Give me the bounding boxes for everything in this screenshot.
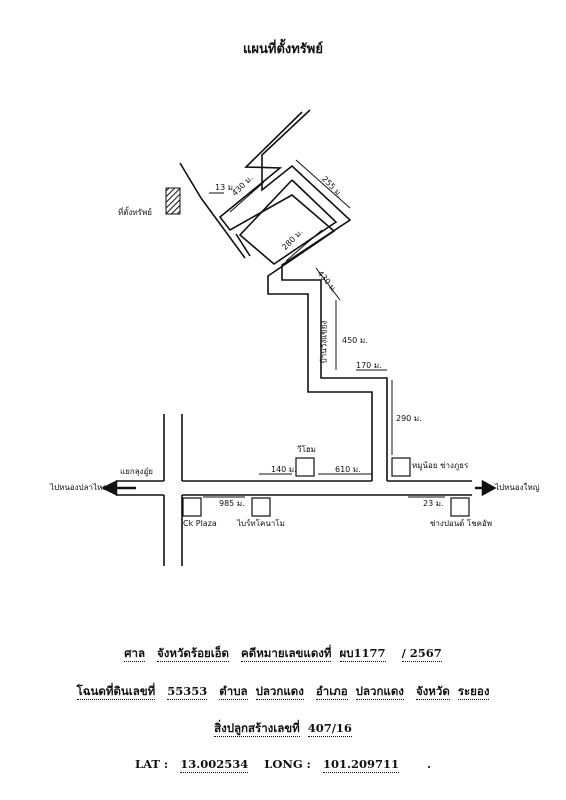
road-label: บ้านวังแขยง (319, 320, 329, 364)
changpond-label: ช่างปอนด์ โชคอัพ (430, 519, 493, 528)
district-label: อำเภอ (315, 684, 348, 700)
deed-no: 55353 (167, 684, 208, 700)
vsom-label: วีโฮม (297, 445, 316, 454)
ckplaza-box (182, 497, 202, 517)
trail-dot: . (427, 757, 432, 771)
changpond-box (450, 497, 470, 517)
road-network (116, 109, 472, 566)
distance-13: 13 ม. (215, 183, 236, 192)
case-no: ผบ1177 (339, 646, 386, 662)
court-name: จังหวัดร้อยเอ็ด (157, 646, 230, 662)
munoi-label: หมูน้อย ช่างภูธร (412, 461, 469, 470)
junction-label: แยกลุงอู๋ย (120, 467, 153, 476)
lat-label: LAT : (134, 757, 169, 771)
distance-markers (203, 159, 445, 498)
building-label: สิ่งปลูกสร้างเลขที่ (214, 721, 300, 737)
building-line: สิ่งปลูกสร้างเลขที่ 407/16 (0, 720, 566, 738)
page-title: แผนที่ตั้งทรัพย์ (243, 42, 323, 57)
distance-450: 450 ม. (342, 336, 368, 345)
left-destination-label: ไปหนองปลาไหล (50, 483, 108, 492)
distance-610: 610 ม. (335, 465, 361, 474)
vsom-box (295, 457, 315, 477)
distance-290: 290 ม. (396, 414, 422, 423)
right-destination-label: ไปหนองใหญ่ (495, 483, 540, 492)
distance-170: 170 ม. (356, 361, 382, 370)
coordinates-line: LAT : 13.002534 LONG : 101.209711 . (0, 757, 566, 773)
long-value: 101.209711 (322, 757, 399, 773)
distance-985: 985 ม. (219, 499, 245, 508)
building-no: 407/16 (307, 721, 352, 737)
munoi-box (391, 457, 411, 477)
distance-140: 140 ม. (271, 465, 297, 474)
deed-label: โฉนดที่ดินเลขที่ (76, 684, 156, 700)
subdistrict: ปลวกแดง (255, 684, 304, 700)
province: ระยอง (457, 684, 490, 700)
case-label: คดีหมายเลขแดงที่ (241, 646, 332, 662)
property-marker (165, 187, 181, 215)
bright-box (251, 497, 271, 517)
district: ปลวกแดง (355, 684, 404, 700)
court-prefix: ศาล (124, 646, 146, 662)
deed-line: โฉนดที่ดินเลขที่ 55353 ตำบล ปลวกแดง อำเภ… (0, 683, 566, 701)
case-year: / 2567 (401, 646, 442, 662)
subdistrict-label: ตำบล (219, 684, 248, 700)
court-line: ศาล จังหวัดร้อยเอ็ด คดีหมายเลขแดงที่ ผบ1… (0, 645, 566, 663)
distance-23: 23 ม. (423, 499, 444, 508)
left-arrow (101, 479, 136, 497)
bright-label: ไบร์ทโคนาโม (237, 519, 285, 528)
province-label: จังหวัด (415, 684, 450, 700)
property-label: ที่ตั้งทรัพย์ (118, 208, 152, 217)
lat-value: 13.002534 (180, 757, 249, 773)
long-label: LONG : (264, 757, 311, 771)
right-arrow (475, 479, 497, 497)
ckplaza-label: Ck Plaza (183, 519, 217, 528)
